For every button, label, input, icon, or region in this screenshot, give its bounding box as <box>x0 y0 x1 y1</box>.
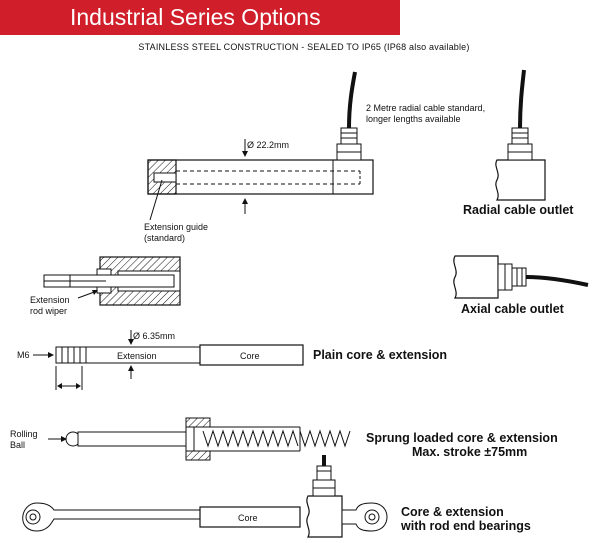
rod-wiper-label: Extension <box>30 295 70 305</box>
diameter-arrows-rod <box>128 330 134 379</box>
plain-core-assembly <box>55 344 304 366</box>
extension-guide-sublabel: (standard) <box>144 233 185 243</box>
rod-wiper-detail <box>43 256 181 306</box>
extension-guide-label: Extension guide <box>144 222 208 232</box>
rolling-ball-arrowhead <box>61 436 67 442</box>
radial-gland <box>336 127 362 161</box>
rod-wiper-arrowhead <box>92 290 98 295</box>
rolling-ball-sublabel: Ball <box>10 440 25 450</box>
rod-end-assembly <box>22 455 388 538</box>
axial-outlet-caption: Axial cable outlet <box>461 302 565 316</box>
diameter-arrows-body <box>242 139 248 214</box>
thread-length-dimension <box>55 366 83 390</box>
plain-core-caption: Plain core & extension <box>313 348 447 362</box>
page-subtitle: STAINLESS STEEL CONSTRUCTION - SEALED TO… <box>138 42 470 52</box>
page-title: Industrial Series Options <box>70 4 321 30</box>
sprung-stroke-caption: Max. stroke ±75mm <box>412 445 527 459</box>
diameter-rod-label: Ø 6.35mm <box>133 331 175 341</box>
core-label-rod-end: Core <box>238 513 258 523</box>
rolling-ball-label: Rolling <box>10 429 38 439</box>
m6-label: M6 <box>17 350 30 360</box>
title-banner: Industrial Series Options <box>0 0 400 35</box>
core-label: Core <box>240 351 260 361</box>
radial-outlet-detail <box>495 69 546 201</box>
axial-outlet-detail <box>453 255 589 299</box>
sprung-core-assembly <box>65 417 351 461</box>
cable-note-line-2: longer lengths available <box>366 114 461 124</box>
rod-end-subcaption: with rod end bearings <box>400 519 531 533</box>
diameter-body-label: Ø 22.2mm <box>247 140 289 150</box>
extension-label: Extension <box>117 351 157 361</box>
extension-guide-leader <box>149 179 163 221</box>
m6-arrowhead <box>48 352 54 358</box>
cable-note-line-1: 2 Metre radial cable standard, <box>366 103 485 113</box>
rod-wiper-sublabel: rod wiper <box>30 306 67 316</box>
radial-outlet-caption: Radial cable outlet <box>463 203 574 217</box>
sprung-caption: Sprung loaded core & extension <box>366 431 558 445</box>
rod-end-caption: Core & extension <box>401 505 504 519</box>
sensor-body <box>147 159 374 195</box>
radial-cable <box>347 71 357 129</box>
